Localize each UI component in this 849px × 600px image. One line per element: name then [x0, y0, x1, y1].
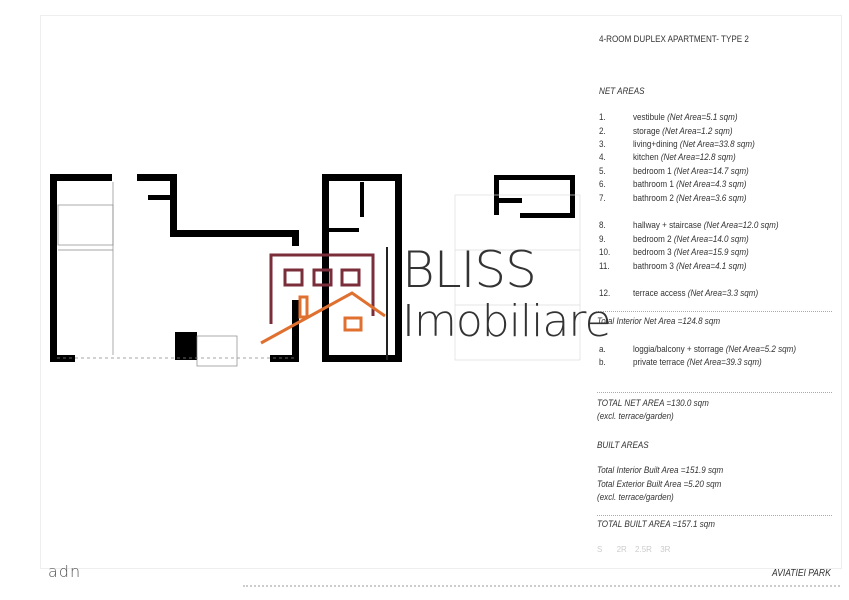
unit-type: 3R	[660, 545, 671, 554]
area-row: 9. bedroom 2 (Net Area=14.0 sqm)	[599, 234, 749, 245]
room-area: (Net Area=39.3 sqm)	[686, 357, 762, 368]
room-area: (Net Area=5.1 sqm)	[667, 112, 738, 123]
unit-type: 2.5R	[635, 545, 652, 554]
room-area: (Net Area=15.9 sqm)	[673, 247, 749, 258]
walls-level-2	[322, 174, 402, 362]
area-row: a. loggia/balcony + storrage (Net Area=5.…	[599, 344, 796, 355]
room-area: (Net Area=3.6 sqm)	[676, 193, 747, 204]
room-area: (Net Area=5.2 sqm)	[725, 344, 797, 355]
room-name: private terrace	[633, 357, 685, 368]
walls-terrace	[494, 175, 575, 218]
row-number: b.	[599, 357, 606, 368]
room-name: living+dining	[633, 139, 678, 150]
room-name: bedroom 2	[633, 234, 672, 245]
room-name: bathroom 2	[633, 193, 674, 204]
excl-note: (excl. terrace/garden)	[597, 492, 674, 503]
room-name: kitchen	[633, 152, 659, 163]
excl-note: (excl. terrace/garden)	[597, 411, 674, 422]
area-row: 5. bedroom 1 (Net Area=14.7 sqm)	[599, 166, 749, 177]
interior-lines-level-1	[57, 182, 295, 367]
room-name: bedroom 1	[633, 166, 672, 177]
row-number: 5.	[599, 166, 606, 177]
sheet-frame	[40, 15, 842, 569]
room-name: storage	[633, 126, 660, 137]
area-row: 1. vestibule (Net Area=5.1 sqm)	[599, 112, 738, 123]
area-row: 7. bathroom 2 (Net Area=3.6 sqm)	[599, 193, 746, 204]
room-name: bedroom 3	[633, 247, 672, 258]
area-row: 11. bathroom 3 (Net Area=4.1 sqm)	[599, 261, 746, 272]
unit-type-legend: S 2R 2.5R 3R	[597, 545, 670, 554]
divider	[597, 392, 832, 393]
room-area: (Net Area=12.0 sqm)	[703, 220, 779, 231]
room-name: bathroom 1	[633, 179, 674, 190]
adn-logo: adn	[48, 562, 82, 581]
room-name: terrace access	[633, 288, 686, 299]
terrace-grid	[454, 194, 581, 361]
room-area: (Net Area=4.3 sqm)	[676, 179, 747, 190]
room-name: bathroom 3	[633, 261, 674, 272]
sheet-title: 4-ROOM DUPLEX APARTMENT- TYPE 2	[599, 34, 749, 45]
total-net-area: TOTAL NET AREA =130.0 sqm	[597, 398, 709, 409]
bliss-logo-mark	[260, 247, 388, 360]
footer-fine-print	[243, 585, 840, 587]
built-areas-heading: BUILT AREAS	[597, 440, 649, 451]
watermark-bliss: BLISS	[402, 241, 537, 299]
row-number: 1.	[599, 112, 606, 123]
row-number: 7.	[599, 193, 606, 204]
room-area: (Net Area=14.7 sqm)	[673, 166, 749, 177]
room-area: (Net Area=33.8 sqm)	[679, 139, 755, 150]
row-number: 8.	[599, 220, 606, 231]
divider	[597, 311, 832, 312]
unit-type: 2R	[616, 545, 627, 554]
row-number: 4.	[599, 152, 606, 163]
room-area: (Net Area=1.2 sqm)	[662, 126, 733, 137]
area-row: 8. hallway + staircase (Net Area=12.0 sqm…	[599, 220, 779, 231]
area-row: 6. bathroom 1 (Net Area=4.3 sqm)	[599, 179, 746, 190]
area-row: 4. kitchen (Net Area=12.8 sqm)	[599, 152, 736, 163]
row-number: 12.	[599, 288, 611, 299]
row-number: 9.	[599, 234, 606, 245]
room-name: hallway + staircase	[633, 220, 702, 231]
room-area: (Net Area=14.0 sqm)	[673, 234, 749, 245]
room-name: loggia/balcony + storrage	[633, 344, 724, 355]
divider	[597, 515, 832, 516]
room-area: (Net Area=3.3 sqm)	[687, 288, 759, 299]
area-row: 2. storage (Net Area=1.2 sqm)	[599, 126, 733, 137]
total-built-area: TOTAL BUILT AREA =157.1 sqm	[597, 519, 715, 530]
room-area: (Net Area=4.1 sqm)	[676, 261, 747, 272]
walls-level-1	[50, 174, 299, 362]
total-interior-built: Total Interior Built Area =151.9 sqm	[597, 465, 724, 476]
total-exterior-built: Total Exterior Built Area =5.20 sqm	[597, 479, 722, 490]
net-areas-heading: NET AREAS	[599, 86, 645, 97]
area-row: 10. bedroom 3 (Net Area=15.9 sqm)	[599, 247, 749, 258]
total-interior-net: Total Interior Net Area =124.8 sqm	[597, 316, 721, 327]
row-number: a.	[599, 344, 606, 355]
row-number: 6.	[599, 179, 606, 190]
row-number: 2.	[599, 126, 606, 137]
area-row: 12. terrace access (Net Area=3.3 sqm)	[599, 288, 758, 299]
unit-type: S	[597, 545, 603, 554]
watermark-imobiliare: Imobiliare	[402, 296, 612, 347]
area-row: 3. living+dining (Net Area=33.8 sqm)	[599, 139, 755, 150]
row-number: 10.	[599, 247, 611, 258]
room-name: vestibule	[633, 112, 665, 123]
row-number: 3.	[599, 139, 606, 150]
room-area: (Net Area=12.8 sqm)	[660, 152, 736, 163]
area-row: b. private terrace (Net Area=39.3 sqm)	[599, 357, 762, 368]
row-number: 11.	[599, 261, 610, 272]
project-name: AVIATIEI PARK	[772, 568, 831, 579]
